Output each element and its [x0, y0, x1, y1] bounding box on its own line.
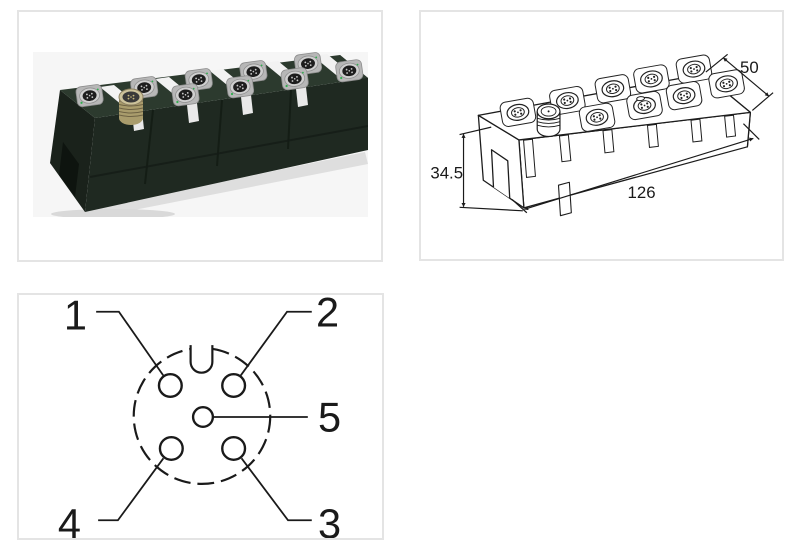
- pin-label-3: 3: [318, 500, 341, 538]
- dim-height-label: 34.5: [430, 163, 463, 182]
- leader-pin1: [96, 310, 165, 377]
- dimension-width-50: 50: [705, 53, 774, 111]
- dimension-length-126: 126: [511, 123, 760, 214]
- pinout-panel: 1 2 5 4 3: [17, 293, 384, 540]
- pin-label-2: 2: [316, 295, 339, 335]
- led-window: [636, 96, 645, 102]
- pins: [157, 373, 247, 461]
- drawing-cylinder: [536, 103, 561, 138]
- dimension-drawing: 50 34.5 126: [430, 53, 774, 217]
- dimension-height-34-5: 34.5: [430, 126, 523, 212]
- pin-5: [191, 405, 215, 429]
- male-connector-cylinder: [118, 88, 144, 125]
- pin-2: [221, 373, 247, 399]
- pin-3: [221, 435, 247, 461]
- leader-pin3: [240, 457, 312, 522]
- pin-label-1: 1: [64, 295, 87, 338]
- leader-pin4: [98, 457, 165, 522]
- keyway-notch: [189, 345, 214, 374]
- pin-1: [157, 373, 183, 399]
- pin-label-5: 5: [318, 394, 341, 441]
- block-shadow-left: [51, 209, 175, 217]
- dim-length-label: 126: [628, 183, 656, 202]
- leader-pin2: [239, 310, 312, 377]
- product-photo: [33, 52, 368, 217]
- pinout-diagram: 1 2 5 4 3: [58, 295, 341, 538]
- product-photo-illustration: [33, 52, 368, 217]
- product-photo-panel: [17, 10, 383, 262]
- pin-labels: 1 2 5 4 3: [58, 295, 341, 538]
- leader-lines: [96, 310, 312, 522]
- pin-4: [158, 435, 184, 461]
- block-shadow: [63, 152, 368, 217]
- dimension-drawing-panel: 50 34.5 126: [419, 10, 784, 261]
- mounting-notch: [59, 142, 79, 197]
- dim-width-label: 50: [740, 58, 759, 77]
- pin-label-4: 4: [58, 500, 81, 538]
